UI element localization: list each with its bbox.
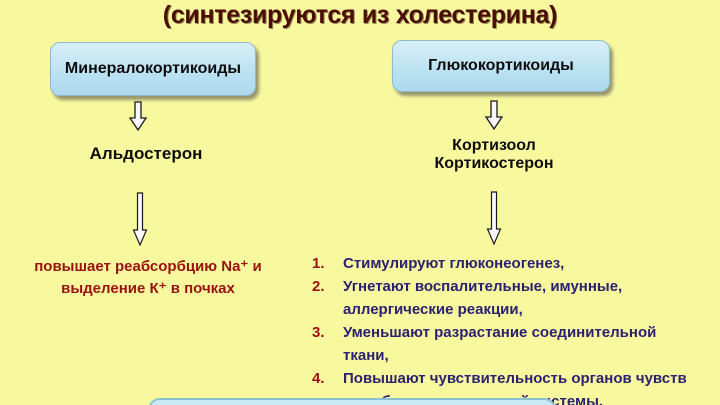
bottom-box-partial xyxy=(148,398,556,405)
glucocorticoid-effects-list: 1. Стимулируют глюконеогенез, 2. Угнетаю… xyxy=(312,252,712,405)
list-item: 3. Уменьшают разрастание соединительной … xyxy=(312,321,712,367)
mineralocorticoids-box-label: Минералокортикоиды xyxy=(64,60,242,77)
long-down-arrow-icon xyxy=(486,191,502,245)
mineralocorticoid-effect: повышает реабсорбцию Na⁺ и выделение К⁺ … xyxy=(14,256,282,300)
aldosterone-label: Альдостерон xyxy=(89,144,203,163)
list-item-number: 3. xyxy=(312,324,325,341)
list-item-text: Уменьшают разрастание соединительной тка… xyxy=(343,324,657,364)
long-down-arrow-icon xyxy=(132,192,148,246)
mineralocorticoid-effect-line1: повышает реабсорбцию Na⁺ и xyxy=(34,258,262,275)
list-item-number: 1. xyxy=(312,255,325,272)
list-item: 1. Стимулируют глюконеогенез, xyxy=(312,252,712,275)
list-item-number: 2. xyxy=(312,278,325,295)
mineralocorticoids-box: Минералокортикоиды xyxy=(50,42,256,96)
list-item: 2. Угнетают воспалительные, имунные, алл… xyxy=(312,275,712,321)
down-arrow-icon xyxy=(127,101,149,131)
down-arrow-icon xyxy=(483,100,505,130)
glucocorticoid-hormones: Кортизоол Кортикостерон xyxy=(394,137,594,173)
glucocorticoids-box: Глюкокортикоиды xyxy=(392,40,610,92)
list-item-text: Стимулируют глюконеогенез, xyxy=(343,255,565,272)
slide-title: (синтезируются из холестерина) xyxy=(162,1,558,29)
corticosterone-label: Кортикостерон xyxy=(434,155,554,172)
list-item-text: Угнетают воспалительные, имунные, аллерг… xyxy=(343,278,623,318)
list-item-number: 4. xyxy=(312,370,325,387)
glucocorticoids-box-label: Глюкокортикоиды xyxy=(428,57,574,74)
cortisol-label: Кортизоол xyxy=(452,137,536,154)
mineralocorticoid-effect-line2: выделение К⁺ в почках xyxy=(61,280,235,297)
